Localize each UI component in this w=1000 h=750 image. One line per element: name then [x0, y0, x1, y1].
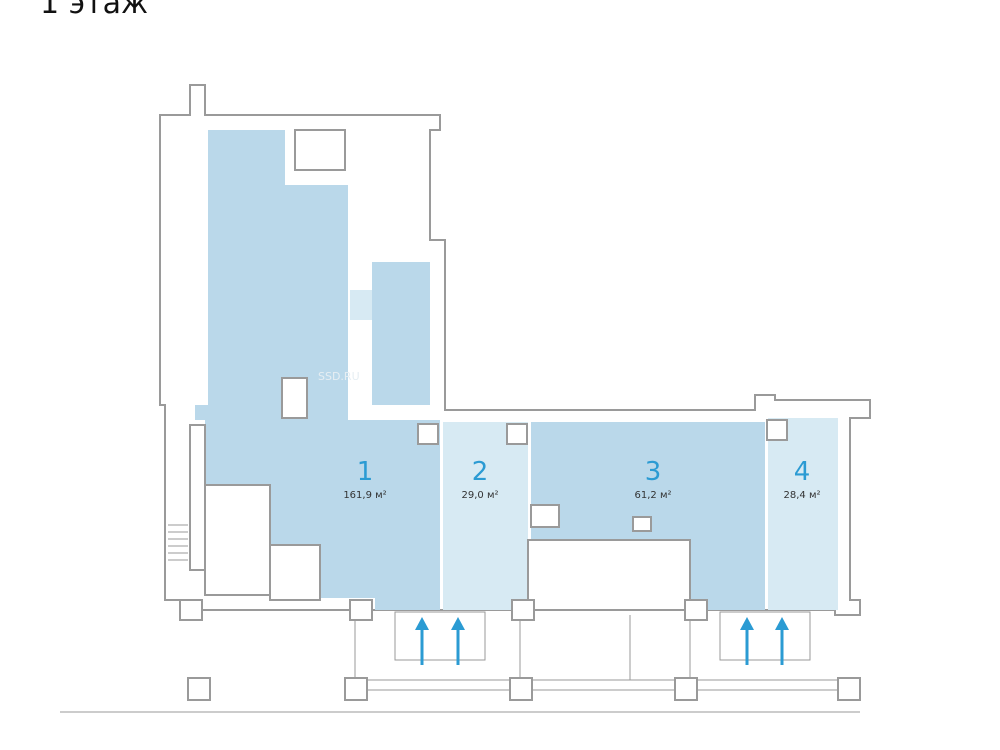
- wc: [506, 423, 528, 445]
- stair-block: [204, 484, 271, 596]
- shaft: [294, 129, 346, 171]
- room-1-number: 1: [357, 457, 374, 487]
- room-1-area: 161,9 м²: [343, 490, 386, 501]
- entrance-arrow-icon: [740, 617, 754, 665]
- room-4[interactable]: [768, 418, 838, 610]
- wc: [530, 504, 560, 528]
- room-2-area: 29,0 м²: [462, 490, 499, 501]
- column: [281, 377, 308, 419]
- entrance-arrow-icon: [775, 617, 789, 665]
- room-2[interactable]: [443, 422, 528, 610]
- watermark: SSD.RU: [318, 370, 360, 383]
- passage: [350, 290, 372, 320]
- room-1[interactable]: [195, 130, 440, 610]
- entrance-arrow-icon: [415, 617, 429, 665]
- wc: [766, 419, 788, 441]
- floor-title: 1 этаж: [40, 0, 148, 21]
- entry-wall: [189, 424, 206, 571]
- utility-room: [269, 544, 321, 601]
- entrance-arrow-icon: [451, 617, 465, 665]
- courtyard-block: [527, 539, 691, 611]
- facade: [60, 611, 860, 713]
- room-3-area: 61,2 м²: [635, 490, 672, 501]
- room-4-area: 28,4 м²: [784, 490, 821, 501]
- room-3-number: 3: [645, 457, 662, 487]
- stairs: [168, 524, 188, 561]
- room-2-number: 2: [472, 457, 489, 487]
- pillars: [179, 599, 861, 701]
- column: [632, 516, 652, 532]
- wc: [417, 423, 439, 445]
- room-4-number: 4: [794, 457, 811, 487]
- room-1-annex[interactable]: [372, 262, 430, 405]
